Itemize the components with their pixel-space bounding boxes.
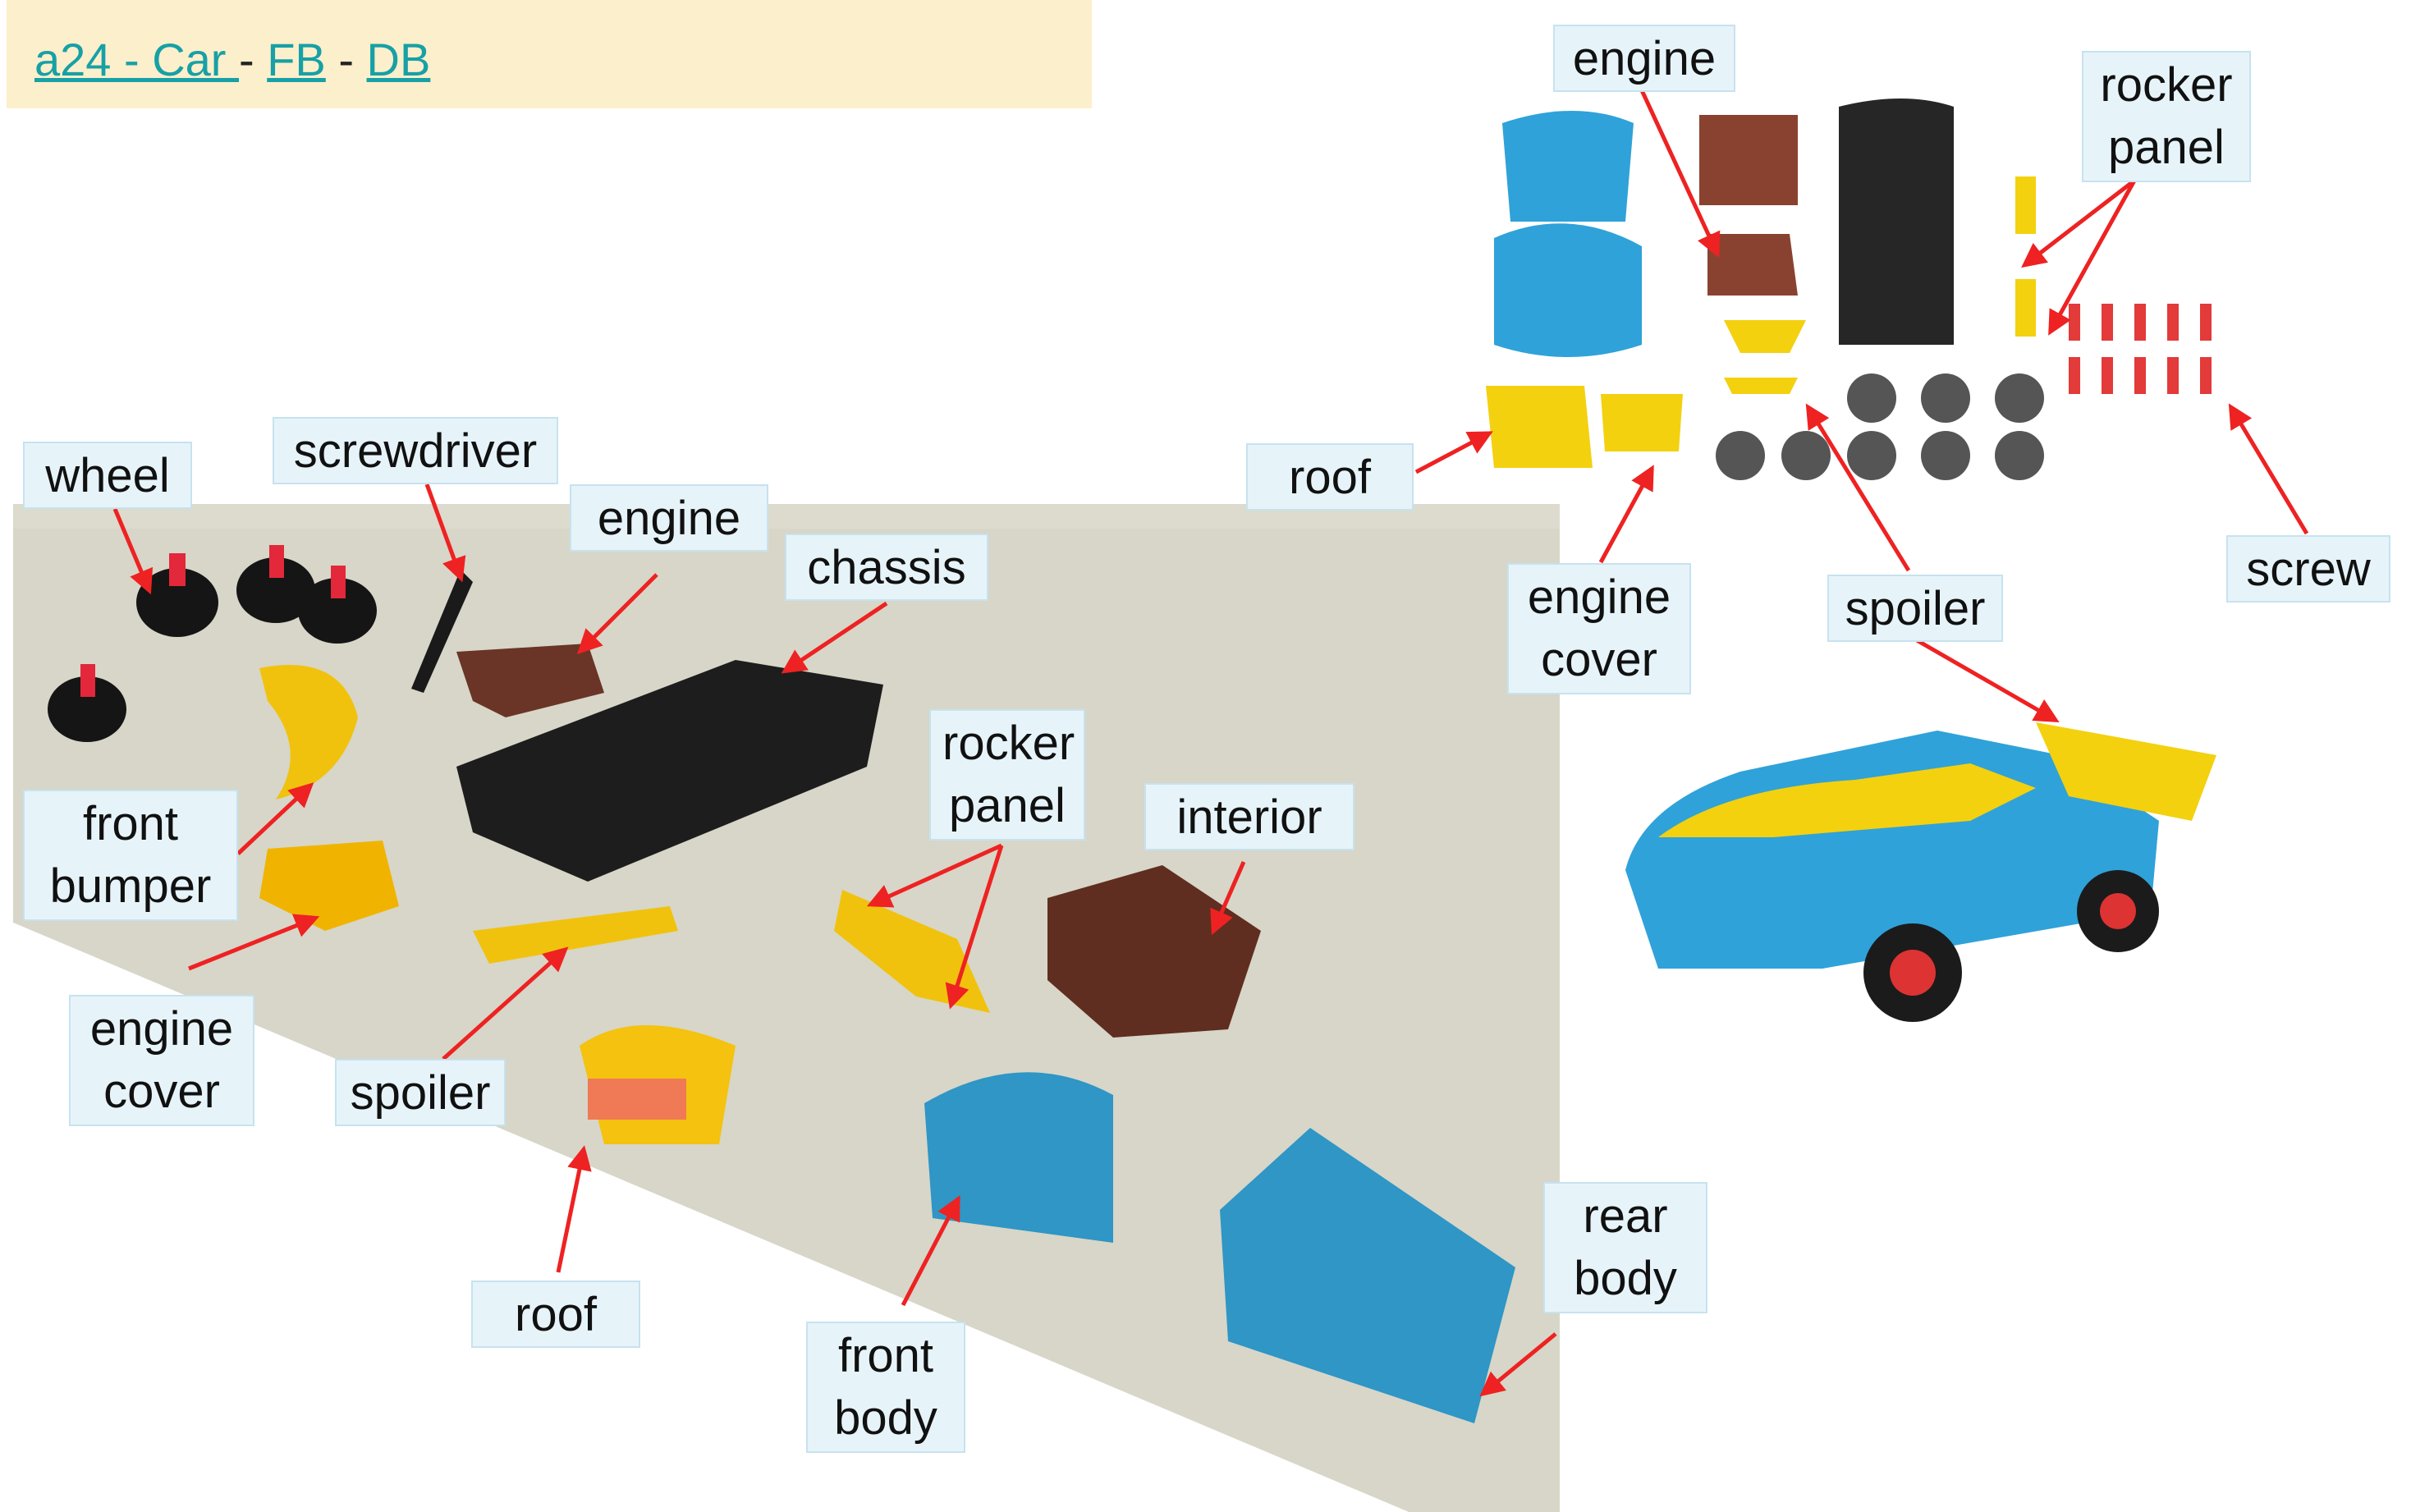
rear-body-shape xyxy=(1220,1128,1515,1423)
label-line: cover xyxy=(103,1065,220,1118)
label-line: front xyxy=(837,1329,934,1382)
label-line: front xyxy=(82,797,179,850)
front-bumper-shape xyxy=(259,665,358,800)
label-line: body xyxy=(834,1391,937,1445)
label-roof-right: roof xyxy=(1246,443,1414,511)
separator: - xyxy=(239,34,268,85)
chassis-shape xyxy=(456,660,883,882)
label-line: engine xyxy=(1527,570,1671,624)
yellow-roof xyxy=(1486,386,1593,468)
front-body-shape xyxy=(924,1072,1113,1243)
header-links: a24 - Car - FB - DB xyxy=(34,33,430,86)
label-engine: engine xyxy=(570,484,768,552)
wheels xyxy=(48,545,377,742)
label-line: rocker xyxy=(942,717,1075,770)
brown-part-bottom xyxy=(1707,234,1798,296)
screwdriver-shape xyxy=(411,570,473,693)
blue-body-top xyxy=(1502,111,1634,222)
label-rocker-panel-right: rocker panel xyxy=(2082,51,2251,182)
brown-part-top xyxy=(1699,115,1798,205)
label-front-bumper: front bumper xyxy=(23,790,238,921)
label-front-body: front body xyxy=(806,1322,965,1453)
label-engine-cover-right: engine cover xyxy=(1507,563,1691,694)
label-line: bumper xyxy=(49,859,212,913)
parts-photo xyxy=(13,504,1560,1512)
engine-cover-shape xyxy=(259,841,399,931)
label-line: panel xyxy=(949,779,1066,832)
label-line: rear xyxy=(1583,1189,1668,1243)
label-line: body xyxy=(1574,1252,1677,1305)
assembled-car xyxy=(1625,722,2216,1022)
engine-shape xyxy=(456,644,604,717)
interior-shape xyxy=(1047,865,1261,1038)
spoiler-shape xyxy=(473,906,678,964)
label-line: engine xyxy=(89,1002,234,1056)
label-rocker-panel-left: rocker panel xyxy=(929,709,1085,841)
label-line: rocker xyxy=(2100,58,2233,112)
title-link[interactable]: a24 - Car xyxy=(34,34,239,85)
blue-body-bottom xyxy=(1494,223,1642,357)
screws xyxy=(2069,304,2212,394)
label-roof-left: roof xyxy=(471,1281,640,1348)
label-line: panel xyxy=(2108,121,2225,174)
label-interior: interior xyxy=(1144,783,1354,850)
separator: - xyxy=(325,34,367,85)
label-rear-body: rear body xyxy=(1543,1182,1707,1313)
label-wheel: wheel xyxy=(23,442,192,509)
label-chassis: chassis xyxy=(785,534,988,601)
label-spoiler-right: spoiler xyxy=(1827,575,2003,642)
product-image xyxy=(1486,99,2216,1022)
label-engine-right: engine xyxy=(1553,25,1735,92)
black-chassis xyxy=(1839,99,1954,345)
label-screwdriver: screwdriver xyxy=(273,417,558,484)
header-bar: a24 - Car - FB - DB xyxy=(7,0,1092,108)
fb-link[interactable]: FB xyxy=(267,34,326,85)
db-link[interactable]: DB xyxy=(366,34,431,85)
label-engine-cover-left: engine cover xyxy=(69,995,254,1126)
label-line: cover xyxy=(1541,633,1657,686)
label-spoiler-left: spoiler xyxy=(335,1059,506,1126)
label-screw: screw xyxy=(2226,535,2390,603)
yellow-engine-cover xyxy=(1601,394,1683,451)
